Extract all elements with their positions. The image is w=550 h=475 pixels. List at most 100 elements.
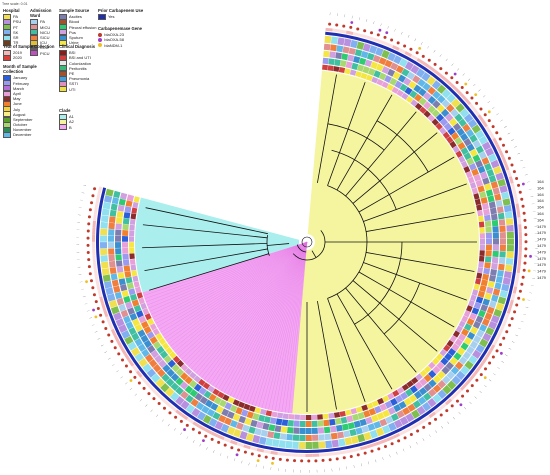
ring-cell bbox=[254, 428, 262, 436]
branch-line bbox=[144, 241, 308, 299]
ring-cell bbox=[292, 441, 299, 449]
ring-cell bbox=[460, 147, 469, 155]
tip-label: — bbox=[298, 470, 302, 473]
ring-cell bbox=[233, 428, 242, 438]
ring-cell bbox=[162, 364, 171, 373]
ring-cell bbox=[488, 321, 498, 330]
ring-cell bbox=[214, 420, 224, 431]
branch-line bbox=[278, 241, 308, 412]
ring-cell bbox=[450, 366, 460, 375]
year-ring-cell bbox=[186, 417, 195, 424]
tip-label: — bbox=[79, 205, 83, 209]
ring-cell bbox=[133, 304, 142, 313]
ring-cell bbox=[415, 68, 426, 78]
ring-cell bbox=[115, 229, 122, 236]
tip-label: — bbox=[107, 356, 112, 361]
gene-marker bbox=[87, 258, 91, 262]
tip-label: — bbox=[385, 25, 390, 29]
legend-item: blaOXA-58 bbox=[98, 37, 148, 42]
ring-cell bbox=[423, 91, 432, 101]
ring-cell bbox=[221, 408, 230, 417]
ring-cell bbox=[432, 100, 441, 109]
gene-marker bbox=[87, 215, 91, 219]
tip-label: — bbox=[357, 17, 362, 21]
year-ring-cell bbox=[464, 378, 472, 386]
ring-cell bbox=[427, 114, 435, 122]
ring-cell bbox=[455, 150, 463, 158]
gene-marker bbox=[157, 402, 161, 406]
ring-cell bbox=[460, 365, 470, 375]
ring-cell bbox=[229, 404, 238, 413]
gene-marker bbox=[518, 289, 522, 293]
gene-marker bbox=[464, 82, 468, 86]
ring-cell bbox=[497, 269, 504, 277]
year-ring-cell bbox=[92, 234, 96, 242]
year-ring-cell bbox=[124, 353, 131, 361]
ring-cell bbox=[491, 256, 499, 264]
ring-cell bbox=[355, 406, 363, 413]
year-ring-cell bbox=[277, 451, 285, 456]
ring-cell bbox=[149, 336, 158, 345]
ring-cell bbox=[468, 355, 478, 365]
tip-label: — bbox=[532, 276, 536, 280]
legend-title: Year of Sample Collection bbox=[3, 44, 55, 49]
ring-cell bbox=[493, 308, 503, 318]
ring-cell bbox=[493, 166, 502, 175]
ring-cell bbox=[355, 427, 363, 435]
legend-label: September bbox=[13, 116, 33, 122]
ring-cell bbox=[388, 422, 397, 432]
ring-cell bbox=[490, 268, 497, 276]
ring-cell bbox=[481, 318, 490, 327]
ring-cell bbox=[115, 235, 122, 242]
ring-cell bbox=[275, 418, 283, 426]
ring-cell bbox=[359, 418, 367, 427]
ring-cell bbox=[240, 409, 249, 417]
ring-cell bbox=[479, 338, 489, 348]
year-ring-cell bbox=[366, 35, 374, 41]
ring-cell bbox=[149, 323, 157, 331]
ring-cell bbox=[411, 409, 421, 419]
tip-label: — bbox=[519, 158, 523, 163]
gene-marker bbox=[460, 86, 464, 90]
tip-label: — bbox=[337, 467, 341, 471]
ring-cell bbox=[350, 408, 358, 415]
ring-cell bbox=[506, 238, 514, 245]
ring-cell bbox=[252, 413, 260, 421]
year-ring-cell bbox=[229, 439, 238, 446]
ring-cell bbox=[396, 410, 405, 419]
gene-marker bbox=[378, 28, 382, 32]
legend-label: CCU bbox=[40, 45, 49, 51]
year-ring-cell bbox=[512, 189, 518, 198]
tip-label: — bbox=[523, 312, 527, 317]
ring-cell bbox=[393, 55, 402, 65]
tip-label: — bbox=[456, 67, 461, 72]
ring-cell bbox=[450, 132, 460, 141]
ring-cell bbox=[495, 172, 504, 181]
year-ring-cell bbox=[489, 344, 496, 352]
gene-marker bbox=[87, 265, 91, 269]
tip-label: — bbox=[364, 18, 369, 22]
gene-marker bbox=[376, 33, 380, 37]
ring-cell bbox=[117, 204, 125, 212]
ring-cell bbox=[471, 307, 480, 315]
ring-cell bbox=[498, 263, 505, 271]
gene-marker bbox=[129, 370, 133, 374]
ring-cell bbox=[329, 425, 337, 433]
ring-cell bbox=[468, 299, 475, 307]
ring-cell bbox=[481, 141, 492, 151]
ring-cell bbox=[356, 41, 365, 50]
ring-cell bbox=[115, 223, 122, 230]
ring-cell bbox=[265, 437, 273, 446]
gene-marker bbox=[87, 222, 91, 226]
branch-line bbox=[268, 241, 308, 410]
branch-line bbox=[233, 241, 308, 398]
ring-cell bbox=[108, 242, 115, 249]
annotation-rings bbox=[92, 27, 522, 457]
ring-cell bbox=[138, 358, 148, 368]
ring-cell bbox=[473, 283, 480, 291]
branch-line bbox=[358, 156, 455, 213]
gene-marker bbox=[335, 23, 339, 27]
ring-cell bbox=[432, 365, 441, 375]
legend-item: TR bbox=[3, 39, 29, 46]
